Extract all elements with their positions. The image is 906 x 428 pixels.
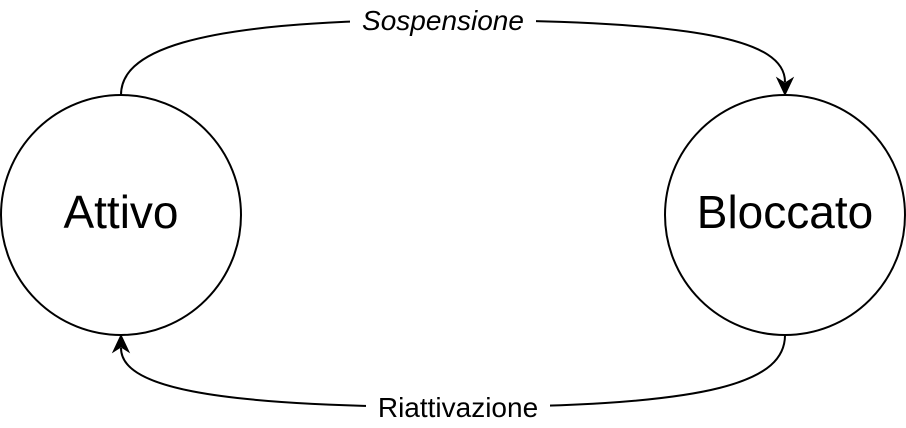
node-attivo-circle <box>0 94 242 336</box>
arrowhead-up-icon <box>111 333 131 354</box>
edge-label-bg <box>350 4 536 36</box>
node-attivo: Attivo <box>0 94 242 336</box>
arrowhead-down-icon <box>775 76 795 97</box>
node-bloccato: Bloccato <box>664 94 906 336</box>
node-bloccato-label: Bloccato <box>697 186 873 238</box>
node-bloccato-circle <box>664 94 906 336</box>
node-attivo-label: Attivo <box>63 186 178 238</box>
edge-riattivazione: Riattivazione <box>111 333 786 423</box>
edge-label-riattivazione: Riattivazione <box>378 392 538 423</box>
edge-label-sospensione: Sospensione <box>362 5 524 36</box>
edge-sospensione: Sospensione <box>120 4 795 97</box>
edge-label-bg <box>366 391 550 423</box>
